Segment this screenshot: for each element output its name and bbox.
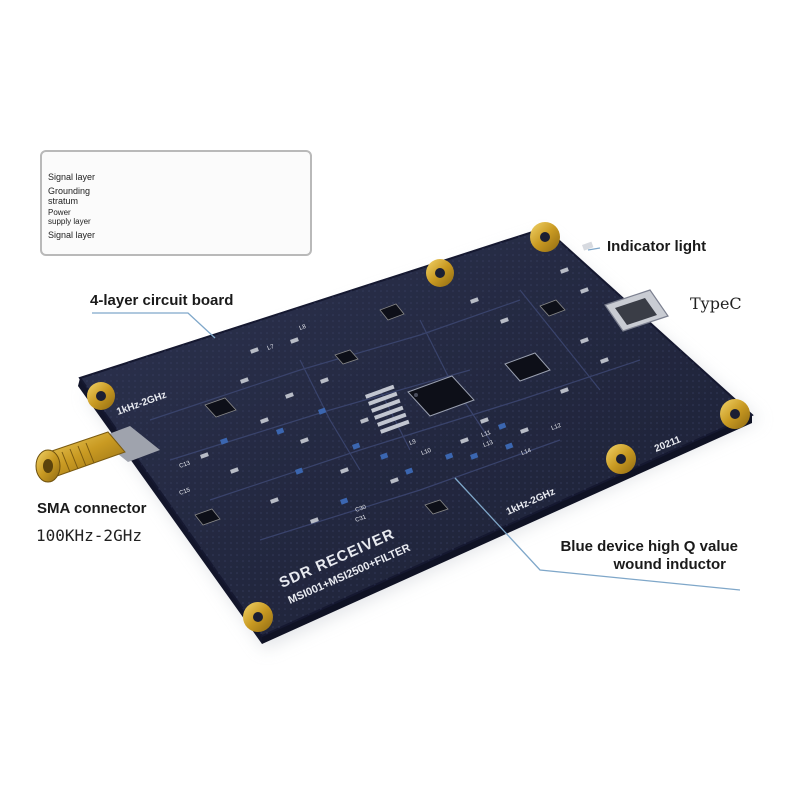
layer-label-supply: supply layer (48, 217, 91, 226)
callout-sma-connector: SMA connector (37, 500, 147, 517)
sma-connector (35, 426, 160, 483)
board-edge (262, 415, 752, 644)
callout-four-layer: 4-layer circuit board (90, 292, 234, 309)
silk-ref: L7 (267, 344, 276, 352)
silk-ref: L13 (483, 440, 495, 449)
layer-diagram-inset: Signal layer Grounding stratum Power sup… (40, 150, 312, 256)
mounting-hole (426, 259, 454, 287)
silk-ref: L10 (421, 448, 433, 457)
ic-chip-main (407, 375, 475, 417)
callout-indicator-light: Indicator light (607, 238, 707, 255)
callout-inductor-line1: Blue device high Q value (560, 538, 738, 555)
usb-typec-port (604, 289, 669, 332)
silk-ref: C31 (355, 514, 368, 524)
silk-ref: C30 (355, 504, 368, 514)
mounting-hole (720, 399, 750, 429)
ic-chip-small (194, 299, 566, 526)
smd-components (200, 267, 609, 524)
mounting-hole (530, 222, 560, 252)
callout-inductor-line2: wound inductor (613, 556, 726, 573)
mounting-hole (87, 382, 115, 410)
silk-ref: L12 (551, 423, 563, 432)
blue-inductors (219, 407, 514, 505)
callout-typec: TypeC (690, 294, 742, 313)
callout-lines (92, 247, 741, 591)
silk-ref: L14 (521, 448, 533, 457)
mounting-hole (606, 444, 636, 474)
mounting-hole (243, 602, 273, 632)
callout-sma-range: 100KHz-2GHz (36, 526, 142, 545)
silk-ref: C13 (179, 460, 192, 470)
layer-label-signal-top: Signal layer (48, 172, 96, 182)
filter-array (365, 384, 410, 434)
layer-label-signal-bottom: Signal layer (48, 230, 96, 240)
ic-chip-usb (504, 352, 551, 382)
silk-ref: L11 (481, 430, 493, 439)
layer-label-stratum: stratum (48, 196, 79, 206)
layer-label-power: Power (48, 208, 71, 217)
leader-four-layer (92, 312, 216, 339)
silk-ref: L8 (299, 324, 308, 332)
mounting-holes (87, 222, 750, 632)
layer-label-grounding: Grounding (48, 186, 91, 196)
indicator-led (582, 241, 594, 251)
silk-ref: L9 (409, 439, 418, 447)
leader-inductor (454, 477, 741, 591)
silk-ref: C15 (179, 487, 192, 497)
leader-indicator (587, 247, 601, 251)
